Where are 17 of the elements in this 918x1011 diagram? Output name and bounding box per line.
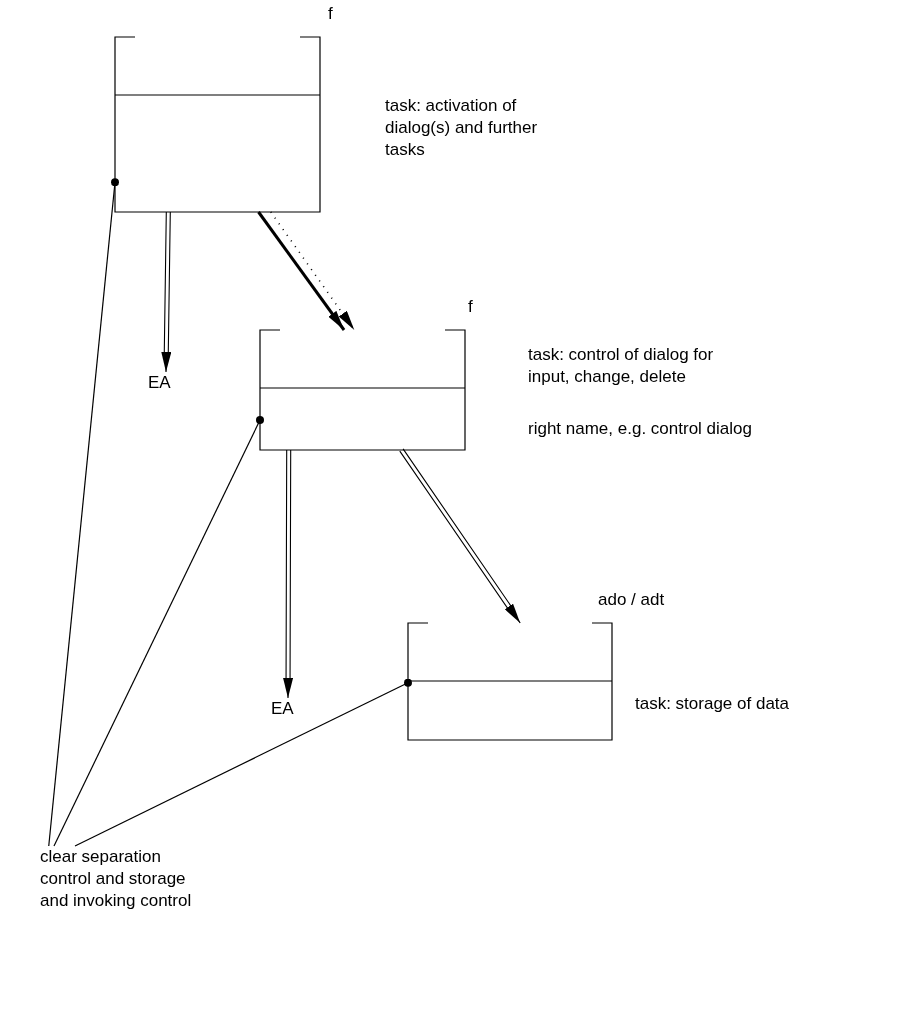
module-label: f <box>468 296 473 318</box>
task-description: task: storage of data <box>635 693 791 715</box>
arrow <box>161 211 172 373</box>
arrow <box>257 211 346 331</box>
note-text: clear separation control and storage and invoking control <box>40 846 193 912</box>
leader-line <box>53 416 264 847</box>
arrow <box>283 449 294 699</box>
target-label: EA <box>271 698 294 720</box>
leader-line <box>74 678 412 847</box>
task-description: task: activation of dialog(s) and further tasks <box>385 95 539 161</box>
leader-line <box>48 178 119 847</box>
task-description: right name, e.g. control dialog <box>528 418 753 440</box>
task-description: task: control of dialog for input, change, delete <box>528 344 715 388</box>
arrow <box>399 448 521 624</box>
target-label: EA <box>148 372 171 394</box>
module-label: f <box>328 3 333 25</box>
module-label: ado / adt <box>598 589 665 611</box>
